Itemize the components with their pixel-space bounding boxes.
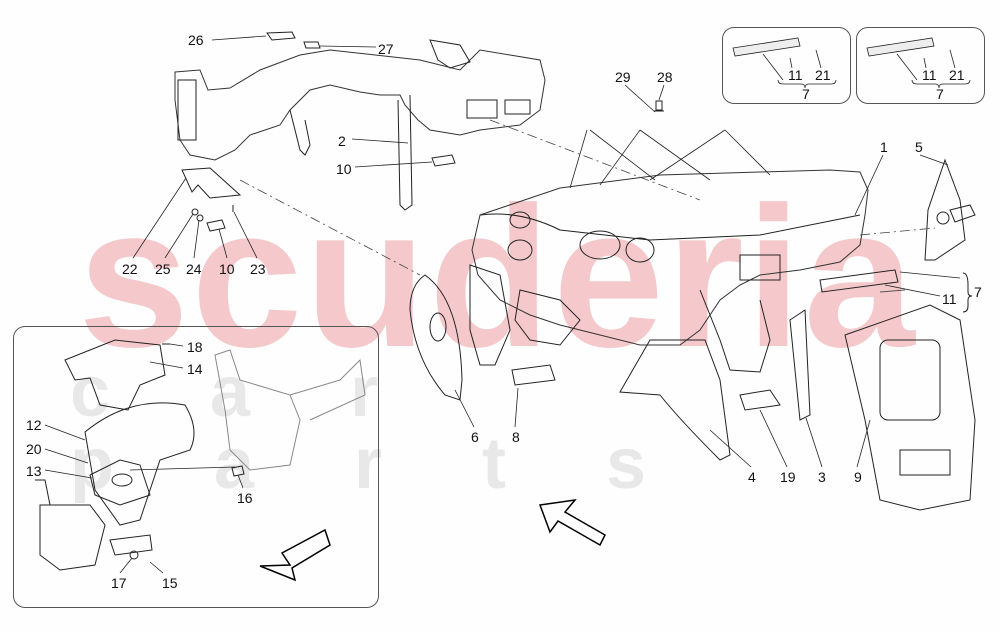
- strip-3: [789, 309, 811, 421]
- part-10-upper: [431, 154, 456, 167]
- callout-25[interactable]: 25: [155, 261, 171, 277]
- direction-arrow-main: [538, 498, 606, 547]
- callout-6[interactable]: 6: [471, 429, 479, 445]
- callout-3[interactable]: 3: [818, 469, 826, 485]
- callout-11[interactable]: 11: [942, 291, 957, 307]
- lower-panel-4: [619, 339, 731, 461]
- callout-10-lower[interactable]: 10: [219, 261, 235, 277]
- badge-inset-1-label-b: 21: [815, 67, 831, 83]
- badge-inset-1: 11 21 7: [722, 27, 851, 104]
- callout-28[interactable]: 28: [657, 69, 673, 85]
- side-panel-6: [409, 274, 463, 401]
- alignment-line-right: [859, 227, 936, 236]
- alignment-line-left: [239, 179, 421, 276]
- part-8: [511, 364, 556, 386]
- callout-18[interactable]: 18: [187, 339, 203, 355]
- steering-column-assembly: [35, 339, 366, 571]
- direction-arrow-inset: [259, 528, 331, 582]
- part-26: [266, 31, 296, 41]
- callout-27[interactable]: 27: [378, 41, 394, 57]
- cross-car-beam: [174, 39, 546, 211]
- callout-29[interactable]: 29: [615, 69, 631, 85]
- callout-9[interactable]: 9: [854, 469, 862, 485]
- badge-inset-1-label-a: 11: [788, 67, 803, 83]
- callout-13[interactable]: 13: [26, 463, 42, 479]
- switch-panel: [469, 264, 511, 366]
- clip: [949, 204, 976, 223]
- badge-inset-2-label-b: 21: [949, 67, 965, 83]
- badge-inset-2-label-group: 7: [936, 86, 944, 102]
- callout-23[interactable]: 23: [250, 261, 266, 277]
- callout-1[interactable]: 1: [880, 139, 888, 155]
- callout-24[interactable]: 24: [186, 261, 202, 277]
- callout-2[interactable]: 2: [338, 133, 346, 149]
- callout-7[interactable]: 7: [974, 284, 982, 300]
- callout-4[interactable]: 4: [748, 469, 756, 485]
- screw-28: [654, 100, 664, 112]
- dashboard-body: [471, 169, 869, 373]
- part-10-lower: [206, 219, 226, 232]
- callout-12[interactable]: 12: [26, 417, 42, 433]
- bracket-19: [739, 389, 781, 411]
- callout-17[interactable]: 17: [111, 575, 127, 591]
- console-trim-9: [844, 304, 976, 511]
- callout-22[interactable]: 22: [122, 261, 138, 277]
- callout-15[interactable]: 15: [162, 575, 178, 591]
- callout-14[interactable]: 14: [187, 361, 203, 377]
- bracket-22: [181, 167, 242, 199]
- inset-leader-lines: [44, 343, 244, 574]
- callout-5[interactable]: 5: [915, 139, 923, 155]
- trim-strip-7: [819, 269, 899, 293]
- badge-inset-2-label-a: 11: [922, 67, 937, 83]
- badge-strip: [866, 37, 935, 57]
- callout-20[interactable]: 20: [26, 441, 42, 457]
- callout-19[interactable]: 19: [780, 469, 796, 485]
- callout-8[interactable]: 8: [512, 429, 520, 445]
- callout-26[interactable]: 26: [188, 32, 204, 48]
- badge-strip: [732, 37, 801, 57]
- part-27: [303, 41, 321, 49]
- callout-10-upper[interactable]: 10: [336, 161, 352, 177]
- leader-lines: [132, 35, 961, 468]
- badge-inset-2: 11 21 7: [856, 27, 985, 104]
- alignment-line-top: [489, 119, 701, 201]
- badge-inset-1-label-group: 7: [802, 86, 810, 102]
- callout-16[interactable]: 16: [237, 490, 253, 506]
- steering-column-inset: [13, 326, 379, 608]
- end-cap-5: [924, 158, 966, 261]
